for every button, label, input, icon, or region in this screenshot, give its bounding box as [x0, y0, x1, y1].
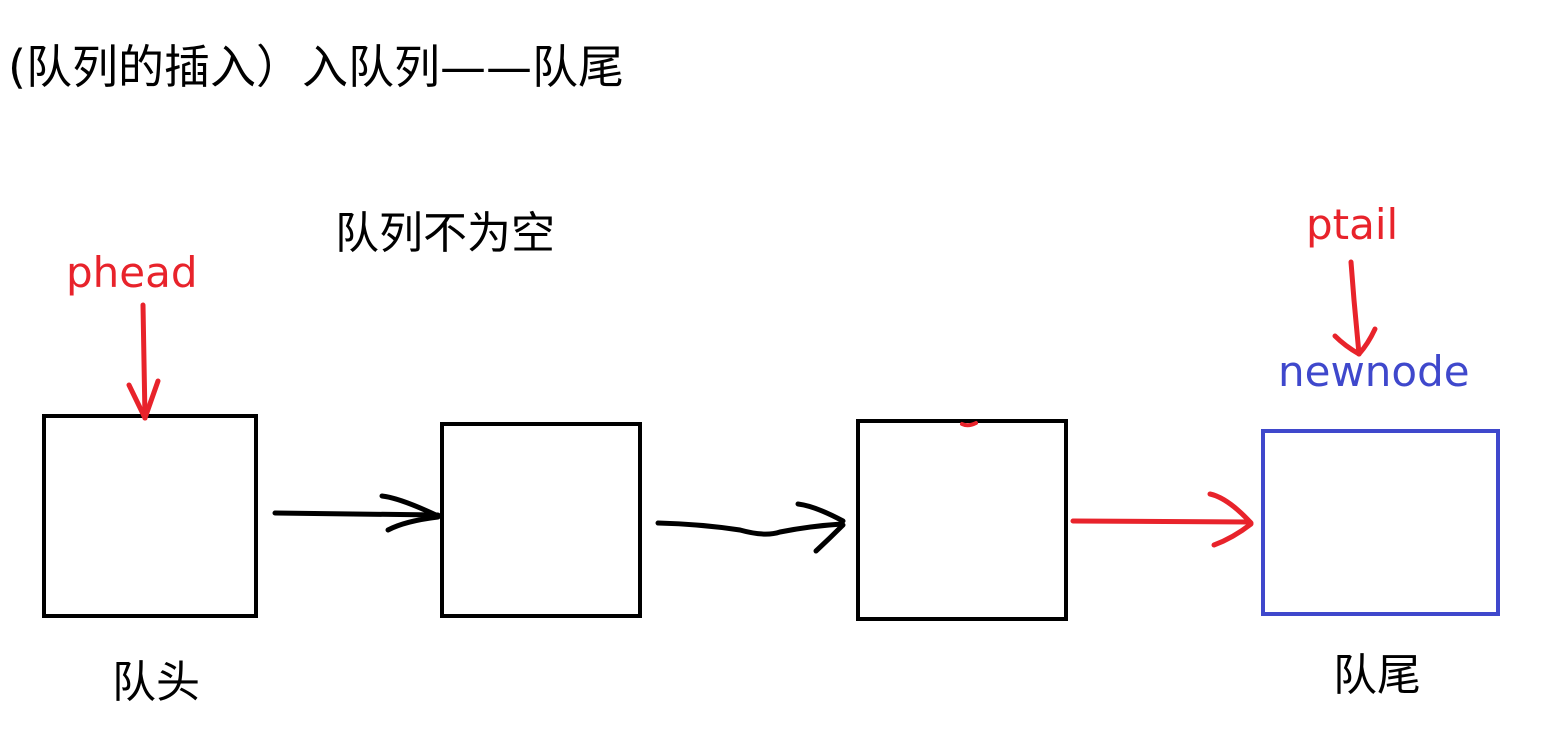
node-box-1 [42, 414, 258, 618]
link-arrow-1 [272, 493, 441, 533]
condition-label: 队列不为空 [335, 208, 555, 259]
queue-head-label: 队头 [112, 657, 200, 708]
link-arrow-2 [655, 501, 846, 554]
node-box-2 [440, 422, 642, 618]
diagram-title: (队列的插入）入队列——队尾 [8, 40, 624, 94]
newnode-label: newnode [1278, 347, 1470, 396]
node-box-3 [856, 419, 1068, 621]
phead-pointer-arrow [126, 302, 161, 421]
queue-tail-label: 队尾 [1333, 650, 1421, 701]
red-mark [960, 421, 978, 428]
new-node-box [1261, 429, 1500, 616]
new-link-arrow [1070, 491, 1254, 548]
phead-label: phead [66, 248, 198, 297]
ptail-pointer-arrow [1332, 259, 1378, 357]
ptail-label: ptail [1306, 200, 1399, 249]
